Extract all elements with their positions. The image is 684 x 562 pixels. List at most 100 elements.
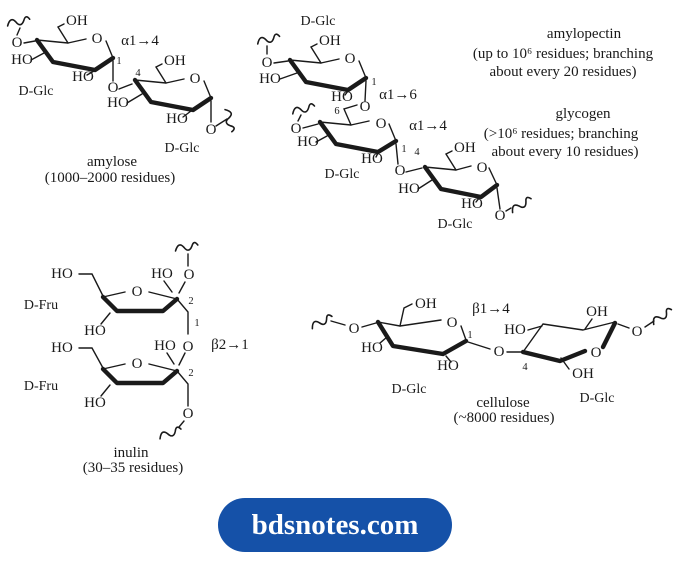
hydroxyl-label: HO: [437, 358, 459, 374]
ch2oh-arm: [309, 43, 322, 64]
ring-edge: [377, 319, 467, 341]
bond: [30, 52, 45, 61]
bond: [302, 123, 319, 129]
bond: [118, 83, 133, 90]
bdsnotes-button[interactable]: bdsnotes.com: [218, 498, 452, 552]
bond: [16, 27, 21, 36]
linkage-label-beta14: β1→4: [472, 301, 510, 317]
bond: [361, 322, 377, 328]
chain-squiggle: [6, 16, 31, 27]
hydroxyl-label: HO: [259, 71, 281, 87]
bond: [100, 312, 111, 325]
structure-residues: (1000–2000 residues): [45, 170, 175, 186]
bond: [178, 352, 186, 366]
bond: [379, 336, 388, 344]
ring-oxygen-label: O: [591, 345, 602, 361]
glucose-ring: OH O HO HO 1 O: [11, 13, 121, 96]
chain-squiggle: [511, 196, 532, 214]
locant-4: 4: [414, 147, 420, 158]
amylopectin-note-line2: about every 20 residues): [489, 64, 636, 80]
polymer-notes: amylopectin (up to 10⁶ residues; branchi…: [473, 26, 654, 160]
hydroxyl-label: HO: [361, 151, 383, 167]
chain-squiggle: [224, 108, 235, 133]
cellulose-structure: O OH O HO HO 1 O β1→4 4 O HO OH O OH D-G…: [311, 296, 673, 426]
ring-front-edge: [375, 319, 469, 357]
amylopectin-structure: D-Glc O OH O HO HO 1 O α1→6 O 6: [256, 14, 532, 232]
linkage-label-alpha14: α1→4: [409, 118, 447, 134]
bond: [467, 341, 491, 350]
c1-arm: [176, 370, 189, 407]
ch2oh-arm: [78, 347, 104, 369]
ring-edge: [102, 291, 178, 300]
hydroxyl-label: HO: [107, 95, 129, 111]
bond: [617, 320, 655, 329]
bond: [178, 420, 185, 428]
bond: [527, 325, 543, 331]
oxygen-label: O: [206, 122, 217, 138]
sugar-label: D-Glc: [580, 391, 615, 406]
ring-edge: [36, 38, 114, 59]
ring-front-edge: [287, 57, 369, 93]
hydroxyl-label: OH: [572, 366, 594, 382]
sugar-label: D-Fru: [24, 298, 58, 313]
hydroxyl-label: HO: [84, 395, 106, 411]
oxygen-label: O: [184, 267, 195, 283]
ring-oxygen-label: O: [345, 51, 356, 67]
ring-front-edge: [317, 119, 399, 155]
ring-oxygen-label: O: [447, 315, 458, 331]
structure-name: amylose: [87, 154, 137, 170]
ch2oh-arm: [154, 63, 167, 84]
hydroxyl-label: OH: [454, 140, 476, 156]
glycosidic-oxygen-label: O: [494, 344, 505, 360]
oxygen-label: O: [495, 208, 506, 224]
ch2oh-arm: [560, 357, 570, 370]
bond: [475, 196, 481, 203]
locant-1: 1: [194, 318, 199, 329]
locant-1: 1: [467, 330, 472, 341]
hydroxyl-label: HO: [331, 89, 353, 105]
hydroxyl-label: OH: [415, 296, 437, 312]
ring-oxygen-label: O: [132, 356, 143, 372]
ring-front-edge: [100, 294, 180, 314]
linkage-label-alpha14: α1→4: [121, 33, 159, 49]
hydroxyl-label: OH: [164, 53, 186, 69]
bdsnotes-label: bdsnotes.com: [251, 508, 419, 541]
locant-1: 1: [116, 56, 121, 67]
oxygen-label: O: [12, 35, 23, 51]
linkage-label-beta21: β2→1: [211, 337, 249, 353]
structure-name: cellulose: [476, 395, 530, 411]
ring-oxygen-label: O: [477, 160, 488, 176]
bond: [273, 60, 289, 64]
ring-edge: [319, 120, 397, 142]
bond: [279, 72, 298, 80]
sugar-label: D-Glc: [392, 382, 427, 397]
sugar-label: D-Glc: [301, 14, 336, 29]
hydroxyl-label: HO: [166, 111, 188, 127]
chain-squiggle: [311, 314, 333, 330]
ch2oh-arm: [444, 150, 457, 171]
bond: [100, 384, 111, 397]
hydroxyl-label: HO: [72, 69, 94, 85]
amylopectin-title: amylopectin: [547, 26, 622, 42]
glycosidic-oxygen-label: O: [183, 339, 194, 355]
bond: [163, 280, 173, 293]
bond: [584, 318, 593, 330]
ring-edge: [134, 78, 212, 99]
bond: [505, 207, 512, 212]
chain-squiggle: [291, 103, 316, 115]
locant-1: 1: [401, 144, 406, 155]
ring-edge: [424, 165, 498, 186]
glycosidic-oxygen-label: O: [108, 80, 119, 96]
hydroxyl-label: HO: [154, 338, 176, 354]
chain-squiggle: [159, 426, 182, 440]
ring-front-edge: [520, 320, 618, 364]
glucose-ring: 4 OH O HO HO O: [398, 140, 505, 224]
ring-front-edge: [34, 37, 116, 73]
structure-name: inulin: [113, 445, 149, 461]
inulin-structure: O HO HO O 2 HO D-Fru 1 O β2→1 HO HO O 2 …: [24, 241, 249, 476]
bond: [178, 281, 186, 294]
glucose-ring: 4 OH O HO HO O: [107, 53, 216, 138]
hydroxyl-label: OH: [66, 13, 88, 29]
bond: [330, 320, 346, 326]
